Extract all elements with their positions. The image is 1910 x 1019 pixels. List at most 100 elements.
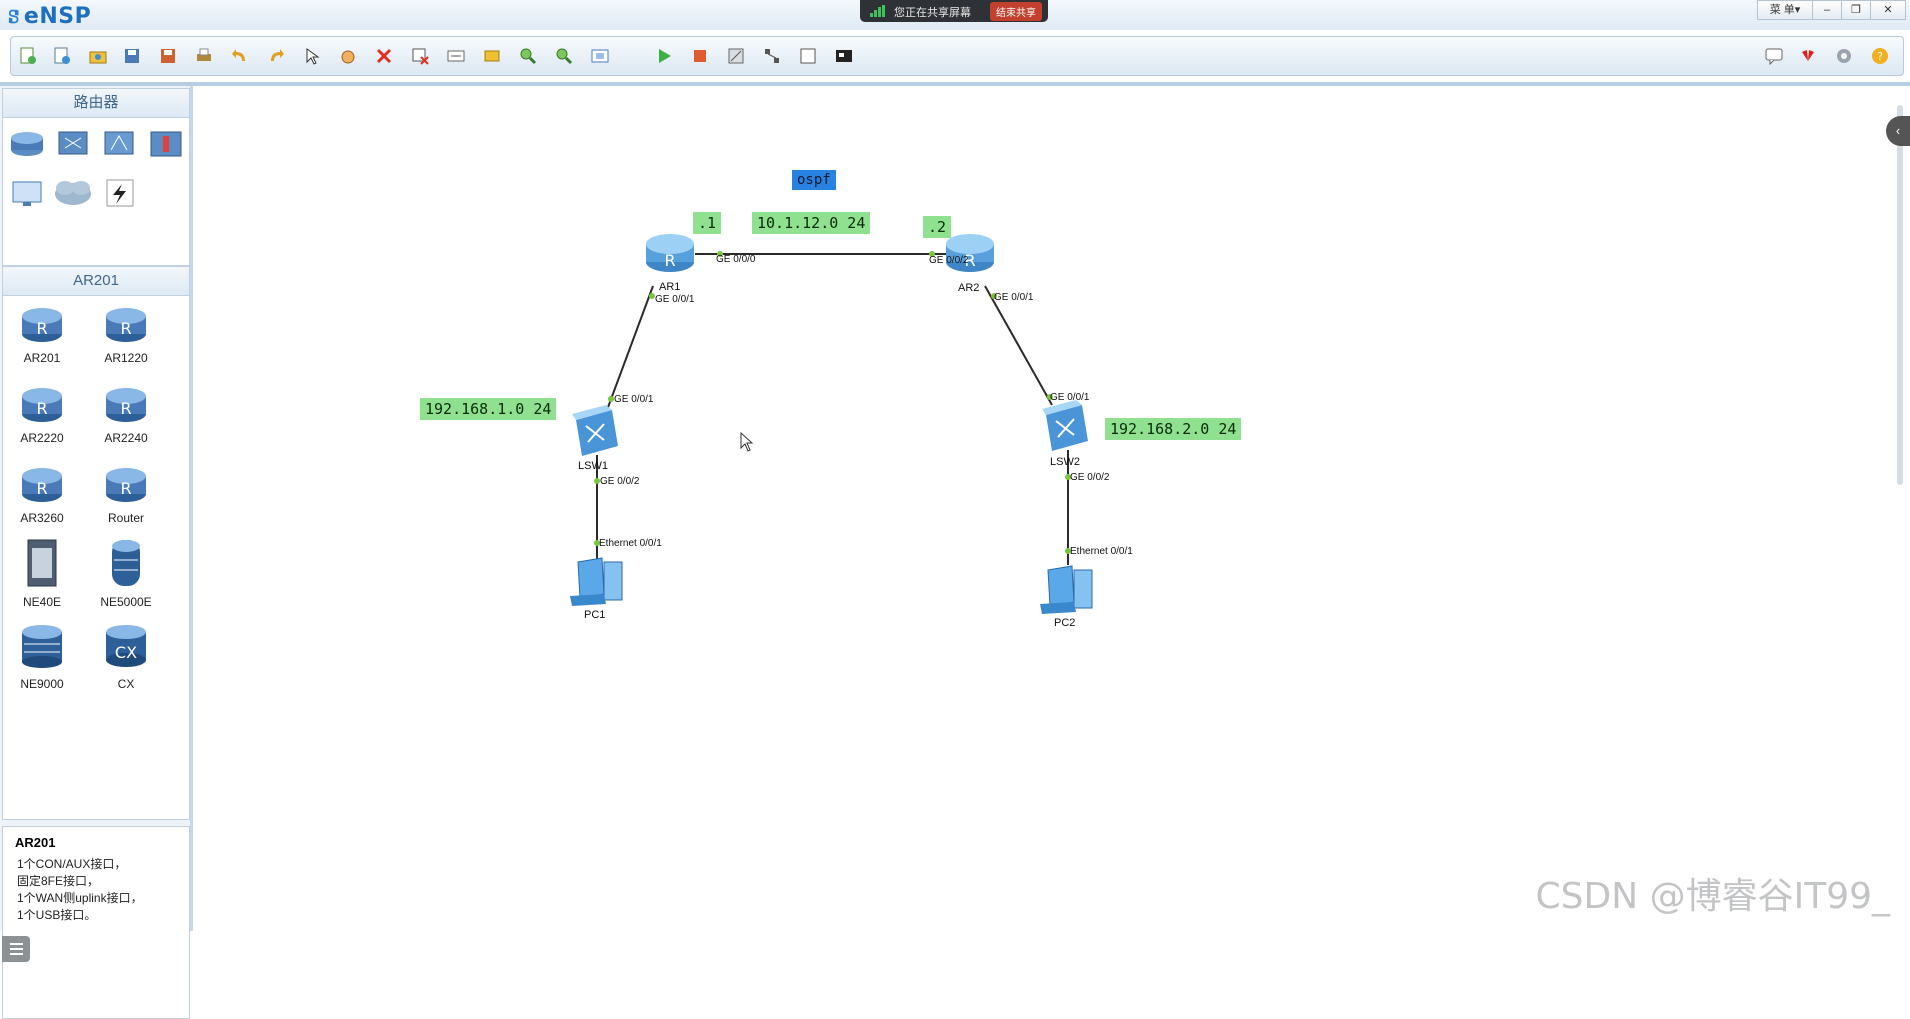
chassis-icon [27,539,57,587]
select-icon[interactable] [301,45,323,67]
menu-button[interactable]: 菜 单▾ [1757,0,1813,20]
ar1-label: AR1 [659,281,681,293]
print-icon[interactable] [193,45,215,67]
category-title: 路由器 [3,89,189,118]
category-panel: 路由器 [2,88,190,266]
save-icon[interactable] [121,45,143,67]
stop-icon[interactable] [689,45,711,67]
link-ar1-lsw1[interactable] [606,285,654,411]
fullscreen-icon[interactable] [833,45,855,67]
topology-icon[interactable] [761,45,783,67]
terminal-category-icon[interactable] [12,181,42,206]
cable-category-icon[interactable] [106,179,134,207]
new-example-icon[interactable] [51,45,73,67]
capture-icon[interactable] [725,45,747,67]
zoom-out-icon[interactable] [553,45,575,67]
ar2-address-label[interactable]: .2 [923,216,952,238]
huawei-icon[interactable] [1797,45,1819,67]
wlan-category-icon[interactable] [104,131,134,155]
port-indicator [717,251,723,257]
vertical-scrollbar[interactable] [1897,105,1903,485]
router-icon: R [22,468,62,502]
device-router[interactable]: R Router [86,462,166,525]
link-ar2-lsw2[interactable] [984,285,1053,406]
port-indicator [991,293,997,299]
svg-text:R: R [120,319,131,338]
collapse-panel-button[interactable]: ‹ [1886,116,1910,146]
device-label: NE5000E [100,595,152,609]
lsw2-switch-icon[interactable] [1042,400,1088,451]
network-12-label[interactable]: 10.1.12.0 24 [752,212,871,234]
port-indicator [1047,394,1053,400]
device-label: Router [107,511,145,525]
svg-text:R: R [664,251,675,270]
device-label: CX [117,677,135,691]
switch-category-icon[interactable] [58,131,88,155]
device-ne9000[interactable]: NE9000 [2,618,82,691]
delete-icon[interactable] [373,45,395,67]
router-category-icon[interactable] [11,132,43,156]
pan-icon[interactable] [337,45,359,67]
ar1-router-icon[interactable]: R [646,234,694,272]
port-label: GE 0/0/1 [614,394,654,405]
device-ne40e[interactable]: NE40E [2,536,82,609]
palette-icon[interactable] [481,45,503,67]
console-icon[interactable] [797,45,819,67]
save-as-icon[interactable] [157,45,179,67]
port-indicator [594,540,600,546]
device-label: AR3260 [20,511,64,525]
help-icon[interactable]: ? [1869,45,1891,67]
open-icon[interactable] [87,45,109,67]
network-1-label[interactable]: 192.168.1.0 24 [420,398,557,420]
restore-button[interactable]: ❐ [1841,0,1871,20]
category-icons [11,131,182,207]
chassis-icon [112,540,140,586]
network-2-label[interactable]: 192.168.2.0 24 [1105,418,1242,440]
fit-icon[interactable] [589,45,611,67]
svg-text:R: R [36,399,47,418]
redo-icon[interactable] [265,45,287,67]
window-controls: 菜 单▾ – ❐ ✕ [1757,0,1906,20]
device-label: AR2220 [20,431,64,445]
zoom-in-icon[interactable] [517,45,539,67]
lsw1-switch-icon[interactable] [572,405,618,456]
pc1-label: PC1 [584,609,606,621]
ar2-router-icon[interactable]: R [946,234,994,272]
new-topology-icon[interactable] [17,45,39,67]
device-label: NE9000 [20,677,64,691]
router-icon: R [106,468,146,502]
device-ar3260[interactable]: R AR3260 [2,462,82,525]
toolbar-divider [0,82,1910,86]
ospf-label[interactable]: ospf [792,170,836,190]
text-icon[interactable] [445,45,467,67]
chat-icon[interactable] [1763,45,1785,67]
mouse-cursor-icon [740,432,754,452]
device-ar2220[interactable]: R AR2220 [2,382,82,445]
app-title: eNSP [23,4,92,29]
share-status-text: 您正在共享屏幕 [894,6,971,19]
pc2-icon[interactable] [1040,565,1093,614]
device-ne5000e[interactable]: NE5000E [86,536,166,609]
undo-icon[interactable] [229,45,251,67]
topology-canvas[interactable] [193,86,1903,931]
settings-icon[interactable] [1833,45,1855,67]
pc1-icon[interactable] [570,557,623,606]
chevron-left-icon: ‹ [1895,123,1901,138]
firewall-category-icon[interactable] [150,131,182,157]
main-toolbar: ? [10,36,1904,76]
list-menu-icon[interactable] [2,936,30,962]
port-indicator [608,396,614,402]
lsw1-label: LSW1 [578,460,608,472]
menu-label: 菜 单 [1769,4,1795,16]
delete-links-icon[interactable] [409,45,431,67]
start-icon[interactable] [653,45,675,67]
cloud-category-icon[interactable] [55,181,91,205]
ar1-address-label[interactable]: .1 [693,212,722,234]
close-button[interactable]: ✕ [1870,0,1906,20]
stop-sharing-button[interactable]: 结束共享 [990,2,1042,21]
